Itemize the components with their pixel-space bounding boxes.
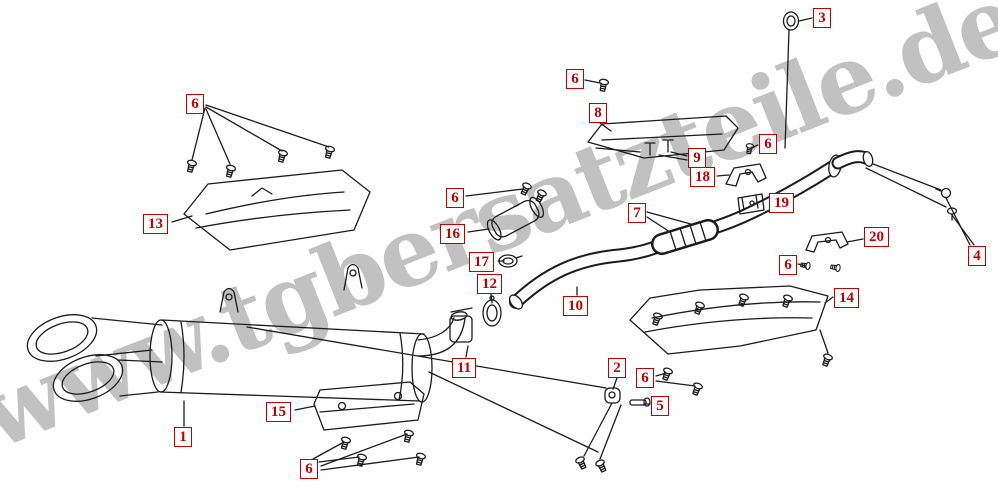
callout-10[interactable]: 10 <box>563 296 588 316</box>
callout-7[interactable]: 7 <box>628 203 646 223</box>
hanger-hardware <box>574 387 651 474</box>
callout-9[interactable]: 9 <box>688 148 706 168</box>
callout-14[interactable]: 14 <box>834 288 859 308</box>
callout-1[interactable]: 1 <box>174 427 192 447</box>
callout-15[interactable]: 15 <box>266 402 291 422</box>
callout-8[interactable]: 8 <box>589 103 607 123</box>
connector-pipe <box>486 181 548 268</box>
bottom-shield-plate <box>313 381 427 468</box>
callout-6-top-center[interactable]: 6 <box>566 69 584 89</box>
callout-4[interactable]: 4 <box>968 246 986 266</box>
upper-heat-shield <box>587 78 739 159</box>
callout-16[interactable]: 16 <box>440 224 465 244</box>
callout-18[interactable]: 18 <box>690 167 715 187</box>
muffler-part <box>26 263 468 403</box>
callout-6-top-left[interactable]: 6 <box>186 94 204 114</box>
callout-6-bracket20[interactable]: 6 <box>779 255 797 275</box>
callout-6-shield14[interactable]: 6 <box>636 368 654 388</box>
callout-6-bracket18[interactable]: 6 <box>759 134 777 154</box>
callout-3[interactable]: 3 <box>813 8 831 28</box>
right-heat-shield <box>629 285 834 397</box>
callout-6-shield15[interactable]: 6 <box>300 459 318 479</box>
callout-20[interactable]: 20 <box>864 227 889 247</box>
mounting-brackets <box>725 142 849 273</box>
callout-12[interactable]: 12 <box>477 274 502 294</box>
left-heat-shield <box>183 144 371 251</box>
callout-5[interactable]: 5 <box>651 396 669 416</box>
callout-11[interactable]: 11 <box>452 358 477 378</box>
callout-17[interactable]: 17 <box>469 252 494 272</box>
hanger-grommet-and-bolts <box>782 11 958 221</box>
callout-13[interactable]: 13 <box>143 214 168 234</box>
callout-2[interactable]: 2 <box>608 358 626 378</box>
clamp-and-gasket <box>449 295 502 343</box>
callout-19[interactable]: 19 <box>769 193 794 213</box>
callout-6-pipe16[interactable]: 6 <box>446 188 464 208</box>
front-pipe <box>508 150 874 310</box>
